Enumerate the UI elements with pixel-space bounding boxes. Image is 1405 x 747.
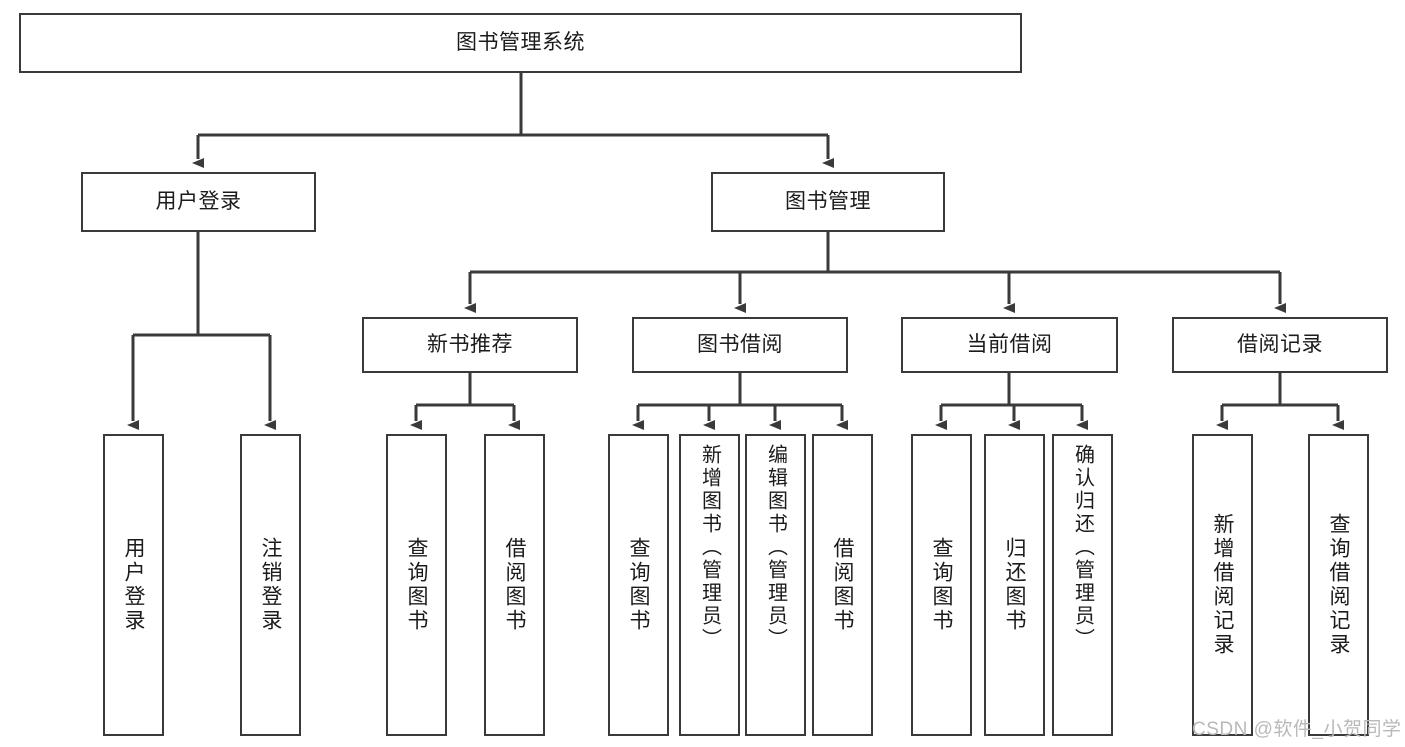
node-current-borrow[interactable]: 当前借阅 xyxy=(901,317,1118,373)
node-leaf-query-book-recommend[interactable]: 查询图书 xyxy=(386,434,447,736)
node-label-leaf-borrow-book-borrow: 借阅图书 xyxy=(831,537,854,633)
node-label-leaf-logout-login: 注销登录 xyxy=(259,537,282,633)
node-leaf-query-book-current[interactable]: 查询图书 xyxy=(911,434,972,736)
node-leaf-borrow-book-recommend[interactable]: 借阅图书 xyxy=(484,434,545,736)
node-label-leaf-edit-book-admin: 编辑图书（管理员） xyxy=(764,444,787,651)
node-leaf-return-book[interactable]: 归还图书 xyxy=(984,434,1045,736)
node-book-management[interactable]: 图书管理 xyxy=(711,172,945,232)
node-label-leaf-add-borrow-record: 新增借阅记录 xyxy=(1211,513,1234,657)
node-label-book-management: 图书管理 xyxy=(785,189,871,213)
node-leaf-add-borrow-record[interactable]: 新增借阅记录 xyxy=(1192,434,1253,736)
node-label-user-login: 用户登录 xyxy=(155,189,242,213)
node-label-borrow-record: 借阅记录 xyxy=(1237,332,1323,356)
node-label-leaf-add-book-admin: 新增图书（管理员） xyxy=(698,444,721,651)
node-label-leaf-user-login: 用户登录 xyxy=(122,537,145,633)
node-leaf-logout-login[interactable]: 注销登录 xyxy=(240,434,301,736)
node-leaf-query-borrow-record[interactable]: 查询借阅记录 xyxy=(1308,434,1369,736)
node-leaf-confirm-return-admin[interactable]: 确认归还（管理员） xyxy=(1052,434,1113,736)
node-leaf-add-book-admin[interactable]: 新增图书（管理员） xyxy=(679,434,740,736)
node-label-leaf-borrow-book-recommend: 借阅图书 xyxy=(503,537,526,633)
node-new-book-recommend[interactable]: 新书推荐 xyxy=(362,317,578,373)
node-label-leaf-query-book-borrow: 查询图书 xyxy=(627,537,650,633)
node-label-leaf-confirm-return-admin: 确认归还（管理员） xyxy=(1071,444,1094,651)
node-label-leaf-query-book-recommend: 查询图书 xyxy=(405,537,428,633)
node-leaf-user-login[interactable]: 用户登录 xyxy=(103,434,164,736)
node-leaf-query-book-borrow[interactable]: 查询图书 xyxy=(608,434,669,736)
node-label-current-borrow: 当前借阅 xyxy=(966,332,1053,356)
node-label-leaf-query-book-current: 查询图书 xyxy=(930,537,953,633)
node-label-book-borrow: 图书借阅 xyxy=(697,332,783,356)
watermark-text: CSDN @软件_小贺同学 xyxy=(1192,719,1402,740)
node-label-leaf-query-borrow-record: 查询借阅记录 xyxy=(1327,513,1350,657)
edge-paths xyxy=(127,73,1344,430)
node-user-login[interactable]: 用户登录 xyxy=(81,172,316,232)
node-label-leaf-return-book: 归还图书 xyxy=(1003,537,1026,633)
node-label-root: 图书管理系统 xyxy=(456,30,585,54)
node-leaf-borrow-book-borrow[interactable]: 借阅图书 xyxy=(812,434,873,736)
node-leaf-edit-book-admin[interactable]: 编辑图书（管理员） xyxy=(745,434,806,736)
node-book-borrow[interactable]: 图书借阅 xyxy=(632,317,848,373)
node-borrow-record[interactable]: 借阅记录 xyxy=(1172,317,1388,373)
node-root[interactable]: 图书管理系统 xyxy=(19,13,1022,73)
node-label-new-book-recommend: 新书推荐 xyxy=(427,332,513,356)
